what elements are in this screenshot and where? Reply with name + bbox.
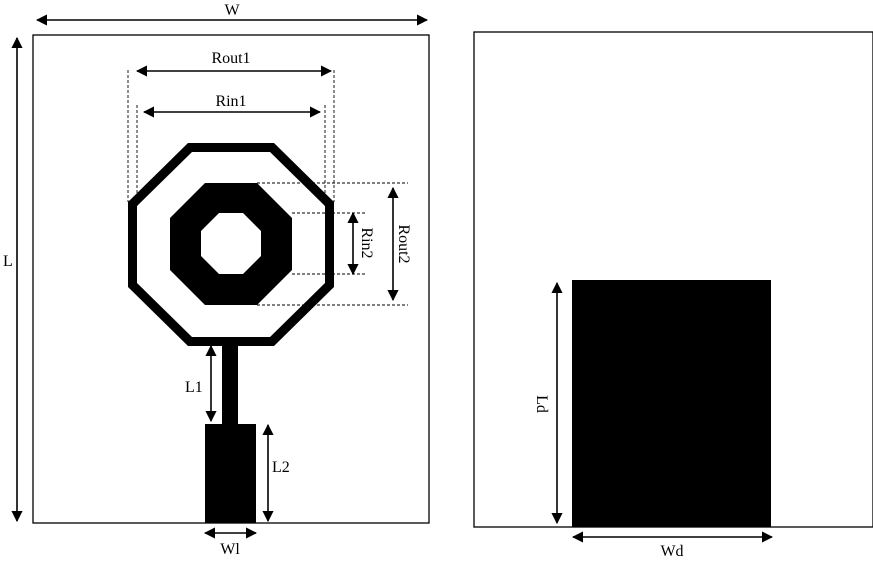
l-label: L	[3, 253, 13, 270]
feed-line-narrow	[222, 345, 238, 427]
back-view: Ld Wd	[473, 31, 873, 560]
l1-label: L1	[185, 379, 203, 396]
rout1-label: Rout1	[211, 50, 250, 67]
ld-label: Ld	[533, 395, 550, 413]
rin1-label: Rin1	[215, 93, 246, 110]
l2-label: L2	[272, 459, 290, 476]
rin2-label: Rin2	[358, 227, 375, 258]
inner-octagon-ring	[170, 183, 292, 305]
front-view: W L Rout1 Rin1 Rout2 Rin2 L1 L2 Wl	[3, 2, 430, 558]
wl-label: Wl	[220, 541, 240, 558]
w-label: W	[224, 2, 240, 19]
rout2-label: Rout2	[395, 224, 412, 263]
ground-plane	[572, 280, 771, 527]
wd-label: Wd	[660, 543, 683, 560]
feed-line-wide	[205, 424, 256, 523]
